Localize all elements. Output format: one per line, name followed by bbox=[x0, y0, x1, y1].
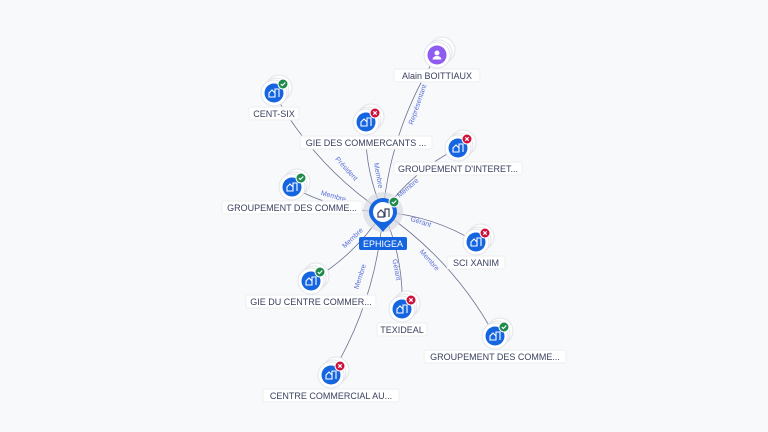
graph-node[interactable]: TEXIDEAL bbox=[376, 290, 428, 337]
edge-label: Gérant bbox=[409, 216, 432, 229]
node-label: CENT-SIX bbox=[253, 109, 295, 119]
center-label: EPHIGEA bbox=[363, 239, 403, 249]
node-label: GROUPEMENT D'INTERET... bbox=[398, 164, 518, 174]
graph-node[interactable]: CENTRE COMMERCIAL AU... bbox=[262, 356, 400, 403]
building-icon bbox=[286, 182, 298, 192]
building-icon bbox=[452, 143, 464, 153]
node-label: CENTRE COMMERCIAL AU... bbox=[270, 391, 392, 401]
building-icon bbox=[470, 237, 482, 247]
building-icon bbox=[325, 370, 337, 380]
edge-label: Membre bbox=[418, 249, 440, 273]
edge-label: Président bbox=[333, 156, 358, 183]
node-label: GIE DES COMMERCANTS ... bbox=[306, 138, 427, 148]
building-icon bbox=[268, 88, 280, 98]
building-icon bbox=[489, 331, 501, 341]
building-icon bbox=[360, 117, 372, 127]
graph-node[interactable]: Alain BOITTIAUX bbox=[393, 36, 481, 83]
person-icon bbox=[432, 50, 442, 60]
graph-node[interactable]: GROUPEMENT DES COMME... bbox=[423, 317, 567, 364]
edge-label: Membre bbox=[354, 263, 369, 290]
node-label: SCI XANIM bbox=[453, 258, 499, 268]
edge-label: Gérant bbox=[390, 259, 401, 281]
graph-node[interactable]: GROUPEMENT DES COMME... bbox=[221, 168, 363, 215]
node-label: TEXIDEAL bbox=[380, 325, 424, 335]
node-label: GIE DU CENTRE COMMER... bbox=[250, 297, 372, 307]
graph-node[interactable]: GROUPEMENT D'INTERET... bbox=[393, 129, 523, 176]
node-label: GROUPEMENT DES COMME... bbox=[430, 352, 560, 362]
graph-node[interactable]: SCI XANIM bbox=[446, 223, 506, 270]
graph-node[interactable]: CENT-SIX bbox=[248, 74, 300, 121]
node-label: Alain BOITTIAUX bbox=[402, 71, 472, 81]
center-node[interactable]: EPHIGEA bbox=[359, 192, 407, 250]
graph-node[interactable]: GIE DES COMMERCANTS ... bbox=[299, 103, 433, 150]
edge-label: Membre bbox=[396, 177, 420, 199]
building-icon bbox=[377, 208, 390, 218]
edge-line bbox=[382, 211, 496, 337]
edge-label: Membre bbox=[372, 162, 384, 189]
edge-label: Représentant bbox=[408, 84, 428, 126]
node-label: GROUPEMENT DES COMME... bbox=[227, 203, 357, 213]
building-icon bbox=[305, 276, 317, 286]
graph-node[interactable]: GIE DU CENTRE COMMER... bbox=[245, 262, 377, 309]
building-icon bbox=[396, 304, 408, 314]
